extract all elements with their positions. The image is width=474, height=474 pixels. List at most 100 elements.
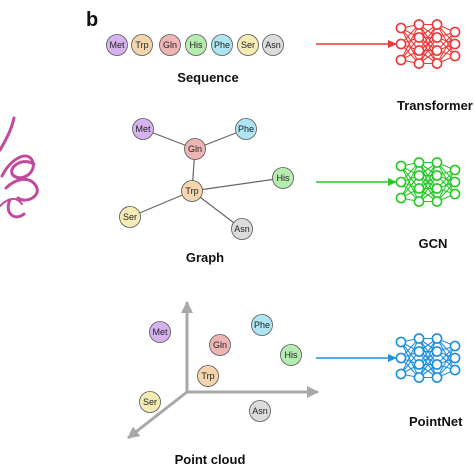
protein-structure-icon <box>0 116 39 219</box>
residue-circle <box>185 34 207 56</box>
residue-label: Phe <box>214 40 230 50</box>
residue-node-asn: Asn <box>249 400 271 422</box>
transformer-label: Transformer <box>397 98 473 113</box>
network-neuron <box>431 359 443 370</box>
network-neuron <box>449 364 461 376</box>
residue-label: Asn <box>234 224 250 234</box>
network-neuron <box>449 352 461 364</box>
residue-label: Asn <box>265 40 281 50</box>
pointnet-label: PointNet <box>409 414 463 429</box>
graph-edges <box>129 128 284 230</box>
graph-label: Graph <box>186 250 224 265</box>
network-connection <box>418 338 438 378</box>
residue-node-his: His <box>272 167 294 189</box>
network-neuron <box>431 157 443 168</box>
network-neuron <box>431 32 443 43</box>
network-connection <box>418 162 438 202</box>
network-neuron <box>413 45 425 56</box>
network-neuron <box>413 359 425 370</box>
network-neuron <box>431 196 443 207</box>
panel-letter: b <box>86 9 98 31</box>
network-neuron <box>413 346 425 357</box>
residue-node-phe: Phe <box>211 34 233 56</box>
residue-label: His <box>277 173 290 183</box>
network-neuron <box>413 183 425 194</box>
network-connection <box>400 24 420 61</box>
network-neuron <box>449 50 461 62</box>
network-neuron <box>413 196 425 207</box>
residue-label: Trp <box>185 186 198 196</box>
residue-label: Ser <box>241 40 255 50</box>
residue-circle <box>237 34 259 56</box>
residue-label: Met <box>109 40 125 50</box>
pointnet-network-icon <box>395 333 461 383</box>
residue-label: Trp <box>135 40 148 50</box>
residue-node-trp: Trp <box>181 180 203 202</box>
network-connection <box>400 338 420 375</box>
network-neuron <box>395 22 407 34</box>
residue-node-asn: Asn <box>262 34 284 56</box>
residue-node-ser: Ser <box>237 34 259 56</box>
network-neuron <box>431 19 443 30</box>
y-axis <box>127 390 188 440</box>
residue-node-gln: Gln <box>209 334 231 356</box>
network-neuron <box>431 372 443 383</box>
residue-circle <box>139 391 161 413</box>
residue-label: Phe <box>254 320 270 330</box>
network-connection <box>400 162 420 199</box>
residue-circle <box>197 365 219 387</box>
gcn-network-icon <box>395 157 461 207</box>
point-cloud-label: Point cloud <box>175 452 246 467</box>
gcn-label: GCN <box>419 236 448 251</box>
residue-node-gln: Gln <box>184 138 206 160</box>
network-neuron <box>449 26 461 38</box>
residue-label: Met <box>152 327 168 337</box>
network-neuron <box>395 368 407 380</box>
network-neuron <box>395 336 407 348</box>
residue-label: Phe <box>238 124 254 134</box>
residue-node-met: Met <box>106 34 128 56</box>
3d-axes <box>127 301 319 440</box>
network-neuron <box>449 188 461 200</box>
network-neuron <box>449 340 461 352</box>
network-neuron <box>431 346 443 357</box>
residue-label: His <box>190 40 203 50</box>
residue-circle <box>209 334 231 356</box>
network-neuron <box>413 372 425 383</box>
network-neuron <box>431 58 443 69</box>
residue-circle <box>181 180 203 202</box>
network-neuron <box>395 38 407 50</box>
residue-node-ser: Ser <box>119 206 141 228</box>
network-neuron <box>413 19 425 30</box>
network-neuron <box>449 164 461 176</box>
network-connection <box>400 165 420 202</box>
network-neuron <box>395 192 407 204</box>
network-neuron <box>413 170 425 181</box>
residue-circle <box>280 344 302 366</box>
graph-edge-trp-ser <box>129 190 193 218</box>
residue-node-phe: Phe <box>251 314 273 336</box>
network-connection <box>400 27 420 64</box>
residue-label: Met <box>135 124 151 134</box>
residue-label: Gln <box>163 40 177 50</box>
sequence-label: Sequence <box>177 70 238 85</box>
residue-node-met: Met <box>132 118 154 140</box>
residue-label: Asn <box>252 406 268 416</box>
network-neuron <box>395 352 407 364</box>
network-connection <box>436 345 456 378</box>
sequence-row: Met Trp Gln His Phe Ser Asn <box>106 34 284 56</box>
residue-circle <box>119 206 141 228</box>
residue-label: Ser <box>123 212 137 222</box>
residue-node-trp: Trp <box>197 365 219 387</box>
network-neuron <box>431 333 443 344</box>
residue-node-asn: Asn <box>231 218 253 240</box>
network-neuron <box>449 38 461 50</box>
network-neuron <box>413 32 425 43</box>
residue-label: Trp <box>201 371 214 381</box>
residue-circle <box>211 34 233 56</box>
residue-node-phe: Phe <box>235 118 257 140</box>
